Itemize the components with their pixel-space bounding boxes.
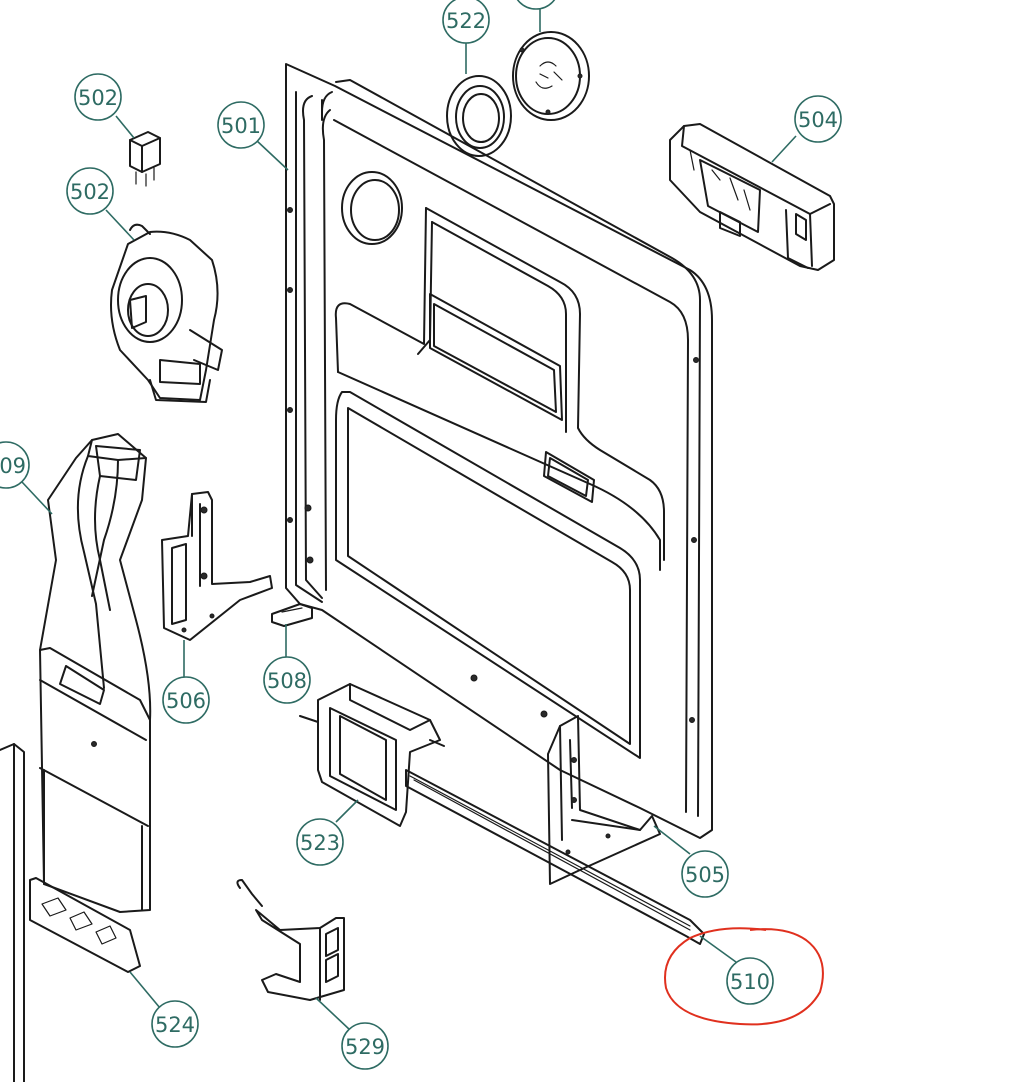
leader-lines bbox=[21, 4, 797, 1031]
bottom-plate-524 bbox=[0, 743, 141, 1082]
svg-text:505: 505 bbox=[685, 863, 725, 887]
box-bracket-523 bbox=[299, 683, 445, 827]
svg-text:508: 508 bbox=[267, 669, 307, 693]
callout-523: 523 bbox=[296, 818, 344, 866]
svg-text:504: 504 bbox=[798, 108, 838, 132]
callout-502-pump: 502 bbox=[66, 167, 114, 215]
callouts: 522 502 501 504 502 509 506 bbox=[0, 0, 842, 1070]
callout-506: 506 bbox=[162, 676, 210, 724]
svg-text:523: 523 bbox=[300, 831, 340, 855]
ring-seal-522 bbox=[446, 75, 512, 157]
svg-text:510: 510 bbox=[730, 970, 770, 994]
inner-door-panel-501 bbox=[285, 63, 713, 839]
callout-505: 505 bbox=[681, 850, 729, 898]
svg-text:524: 524 bbox=[155, 1013, 195, 1037]
callout-529: 529 bbox=[341, 1022, 389, 1070]
svg-text:509: 509 bbox=[0, 454, 26, 478]
pump-motor-502 bbox=[110, 223, 223, 403]
callout-508: 508 bbox=[263, 656, 311, 704]
air-duct-509 bbox=[39, 433, 152, 913]
callout-522: 522 bbox=[442, 0, 490, 44]
relay-502 bbox=[129, 131, 161, 187]
svg-text:506: 506 bbox=[166, 689, 206, 713]
callout-510: 510 bbox=[726, 957, 774, 1005]
control-module-504 bbox=[669, 123, 835, 271]
svg-text:502: 502 bbox=[78, 86, 118, 110]
callout-top-partial bbox=[516, 0, 556, 10]
fan-disc bbox=[512, 31, 590, 121]
svg-text:529: 529 bbox=[345, 1035, 385, 1059]
svg-text:501: 501 bbox=[221, 114, 261, 138]
callout-501: 501 bbox=[217, 101, 265, 149]
callout-502-relay: 502 bbox=[74, 73, 122, 121]
hinge-bracket-506 bbox=[161, 491, 273, 641]
callout-504: 504 bbox=[794, 95, 842, 143]
clip-508 bbox=[271, 603, 313, 627]
callout-509: 509 bbox=[0, 441, 30, 489]
rail-bracket-505 bbox=[405, 715, 705, 945]
svg-text:522: 522 bbox=[446, 9, 486, 33]
svg-text:502: 502 bbox=[70, 180, 110, 204]
highlight-circle-510 bbox=[664, 927, 824, 1026]
callout-524: 524 bbox=[151, 1000, 199, 1048]
latch-bracket-529 bbox=[236, 879, 345, 1001]
